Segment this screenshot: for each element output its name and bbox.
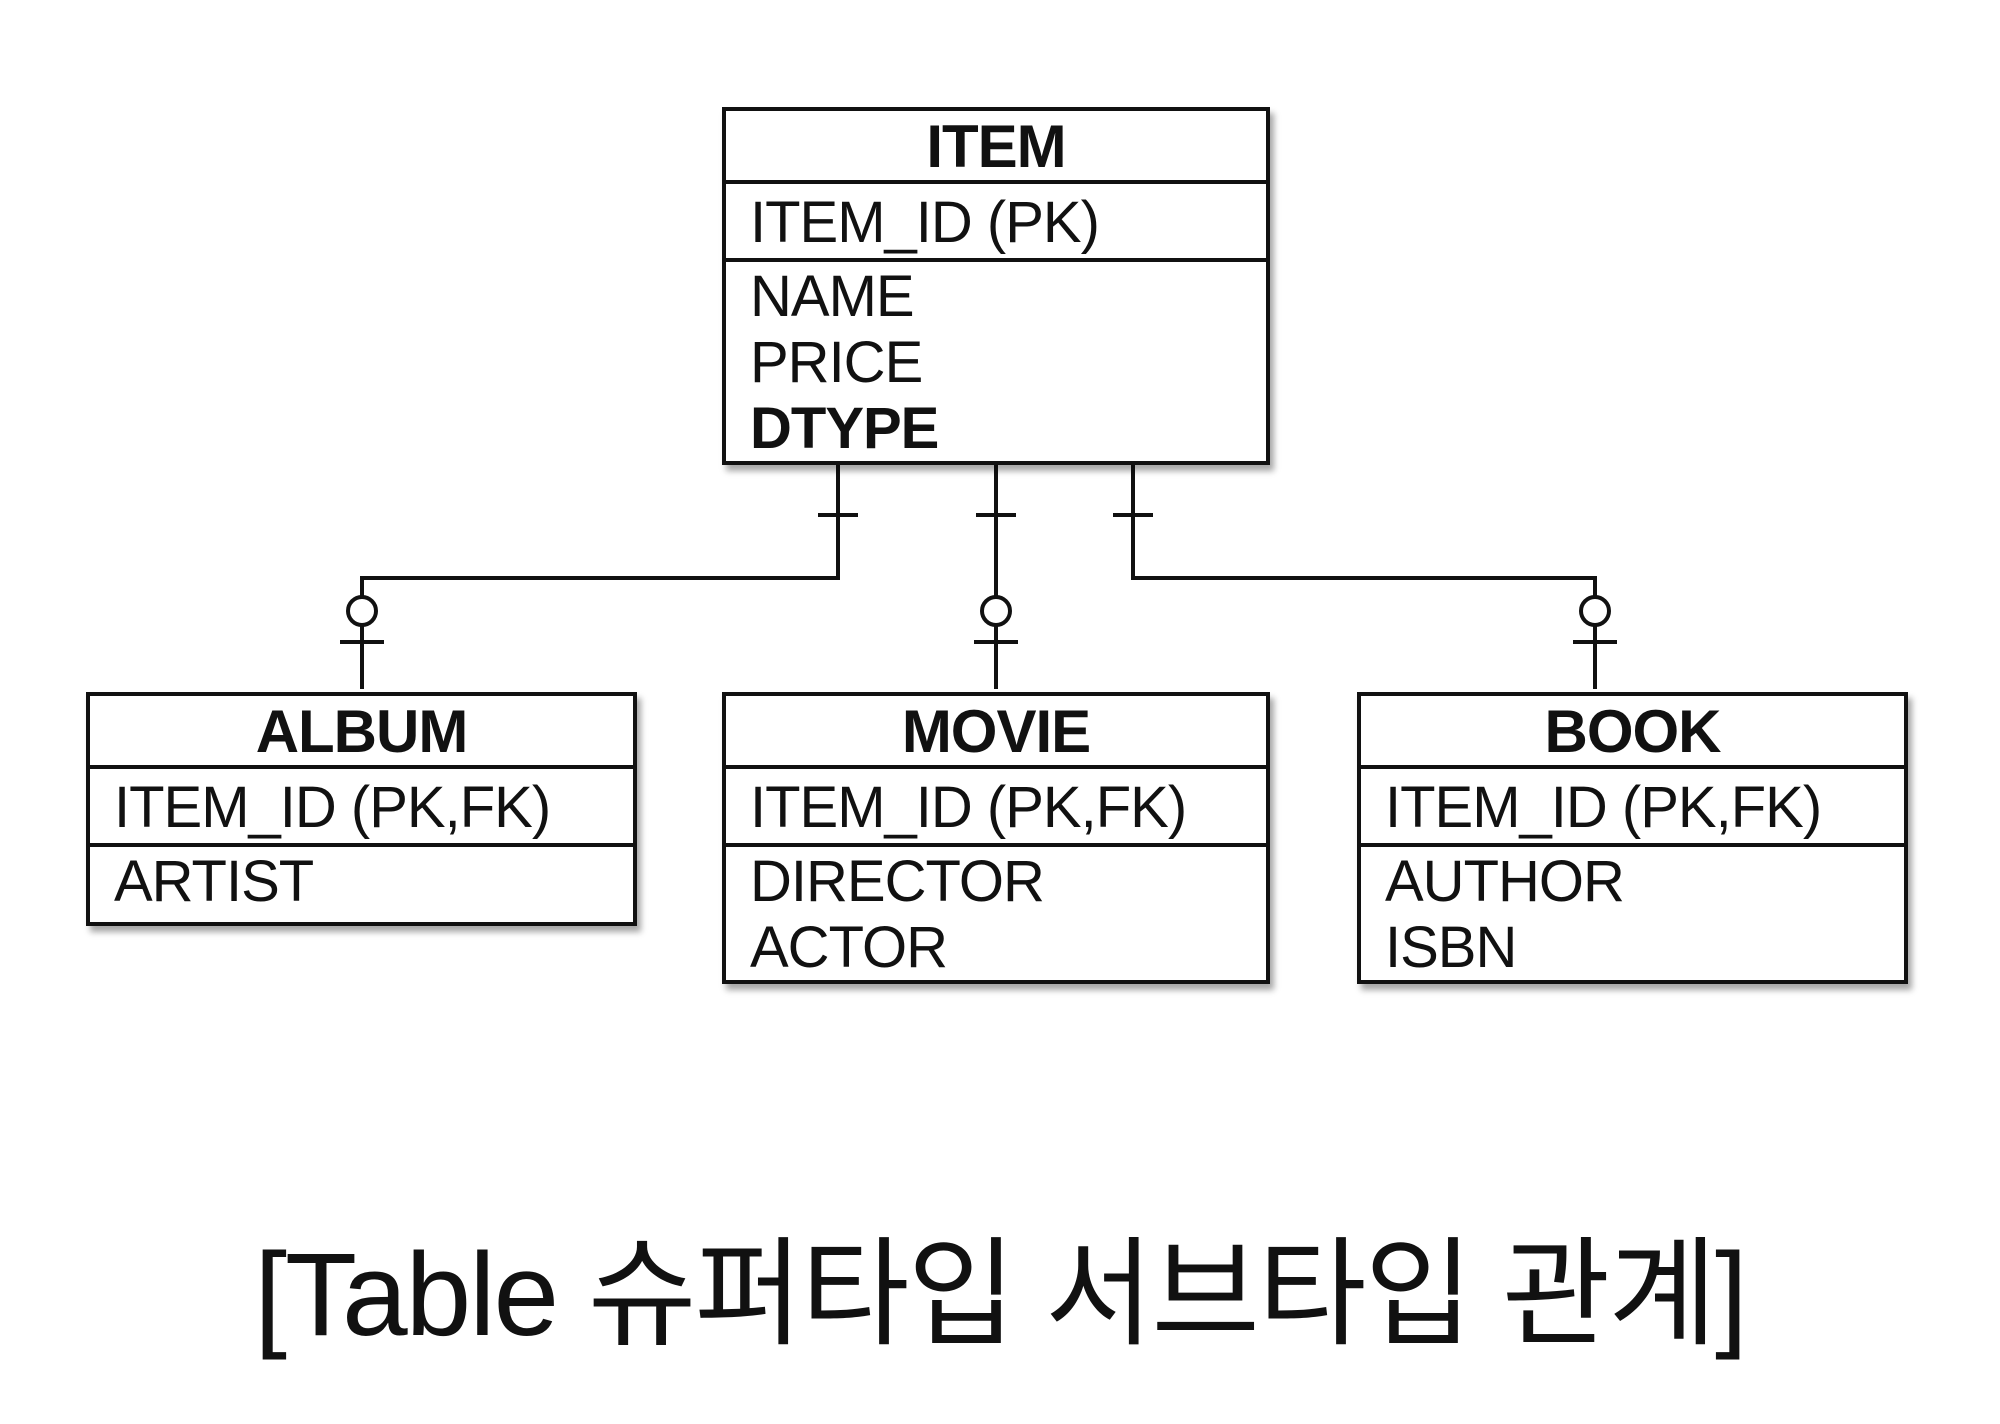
primary-key: ITEM_ID (PK,FK) [726,769,1266,847]
attribute: NAME [750,264,915,329]
attribute-list: NAME PRICE DTYPE [726,262,1266,462]
attribute: ISBN [1385,915,1517,980]
attribute: ARTIST [114,849,314,914]
attribute: AUTHOR [1385,849,1625,914]
entity-album: ALBUM ITEM_ID (PK,FK) ARTIST [86,692,637,926]
attribute: ACTOR [750,915,948,980]
primary-key: ITEM_ID (PK) [726,184,1266,262]
entity-book: BOOK ITEM_ID (PK,FK) AUTHOR ISBN [1357,692,1908,984]
entity-item: ITEM ITEM_ID (PK) NAME PRICE DTYPE [722,107,1270,465]
entity-title: BOOK [1361,696,1904,769]
zero-mark [346,595,378,627]
primary-key: ITEM_ID (PK,FK) [90,769,633,847]
relationship-item-album [340,462,858,689]
zero-mark [980,595,1012,627]
attribute-list: DIRECTOR ACTOR [726,847,1266,981]
entity-title: ITEM [726,111,1266,184]
attribute-list: AUTHOR ISBN [1361,847,1904,981]
attribute: DIRECTOR [750,849,1045,914]
relationship-item-book [1113,462,1617,689]
attribute: PRICE [750,330,923,395]
attribute-list: ARTIST [90,847,633,915]
attribute-discriminator: DTYPE [750,396,939,461]
primary-key: ITEM_ID (PK,FK) [1361,769,1904,847]
entity-movie: MOVIE ITEM_ID (PK,FK) DIRECTOR ACTOR [722,692,1270,984]
diagram-caption: [Table 슈퍼타입 서브타입 관계] [254,1229,1748,1361]
zero-mark [1579,595,1611,627]
entity-title: MOVIE [726,696,1266,769]
relationship-item-movie [974,462,1018,689]
entity-title: ALBUM [90,696,633,769]
